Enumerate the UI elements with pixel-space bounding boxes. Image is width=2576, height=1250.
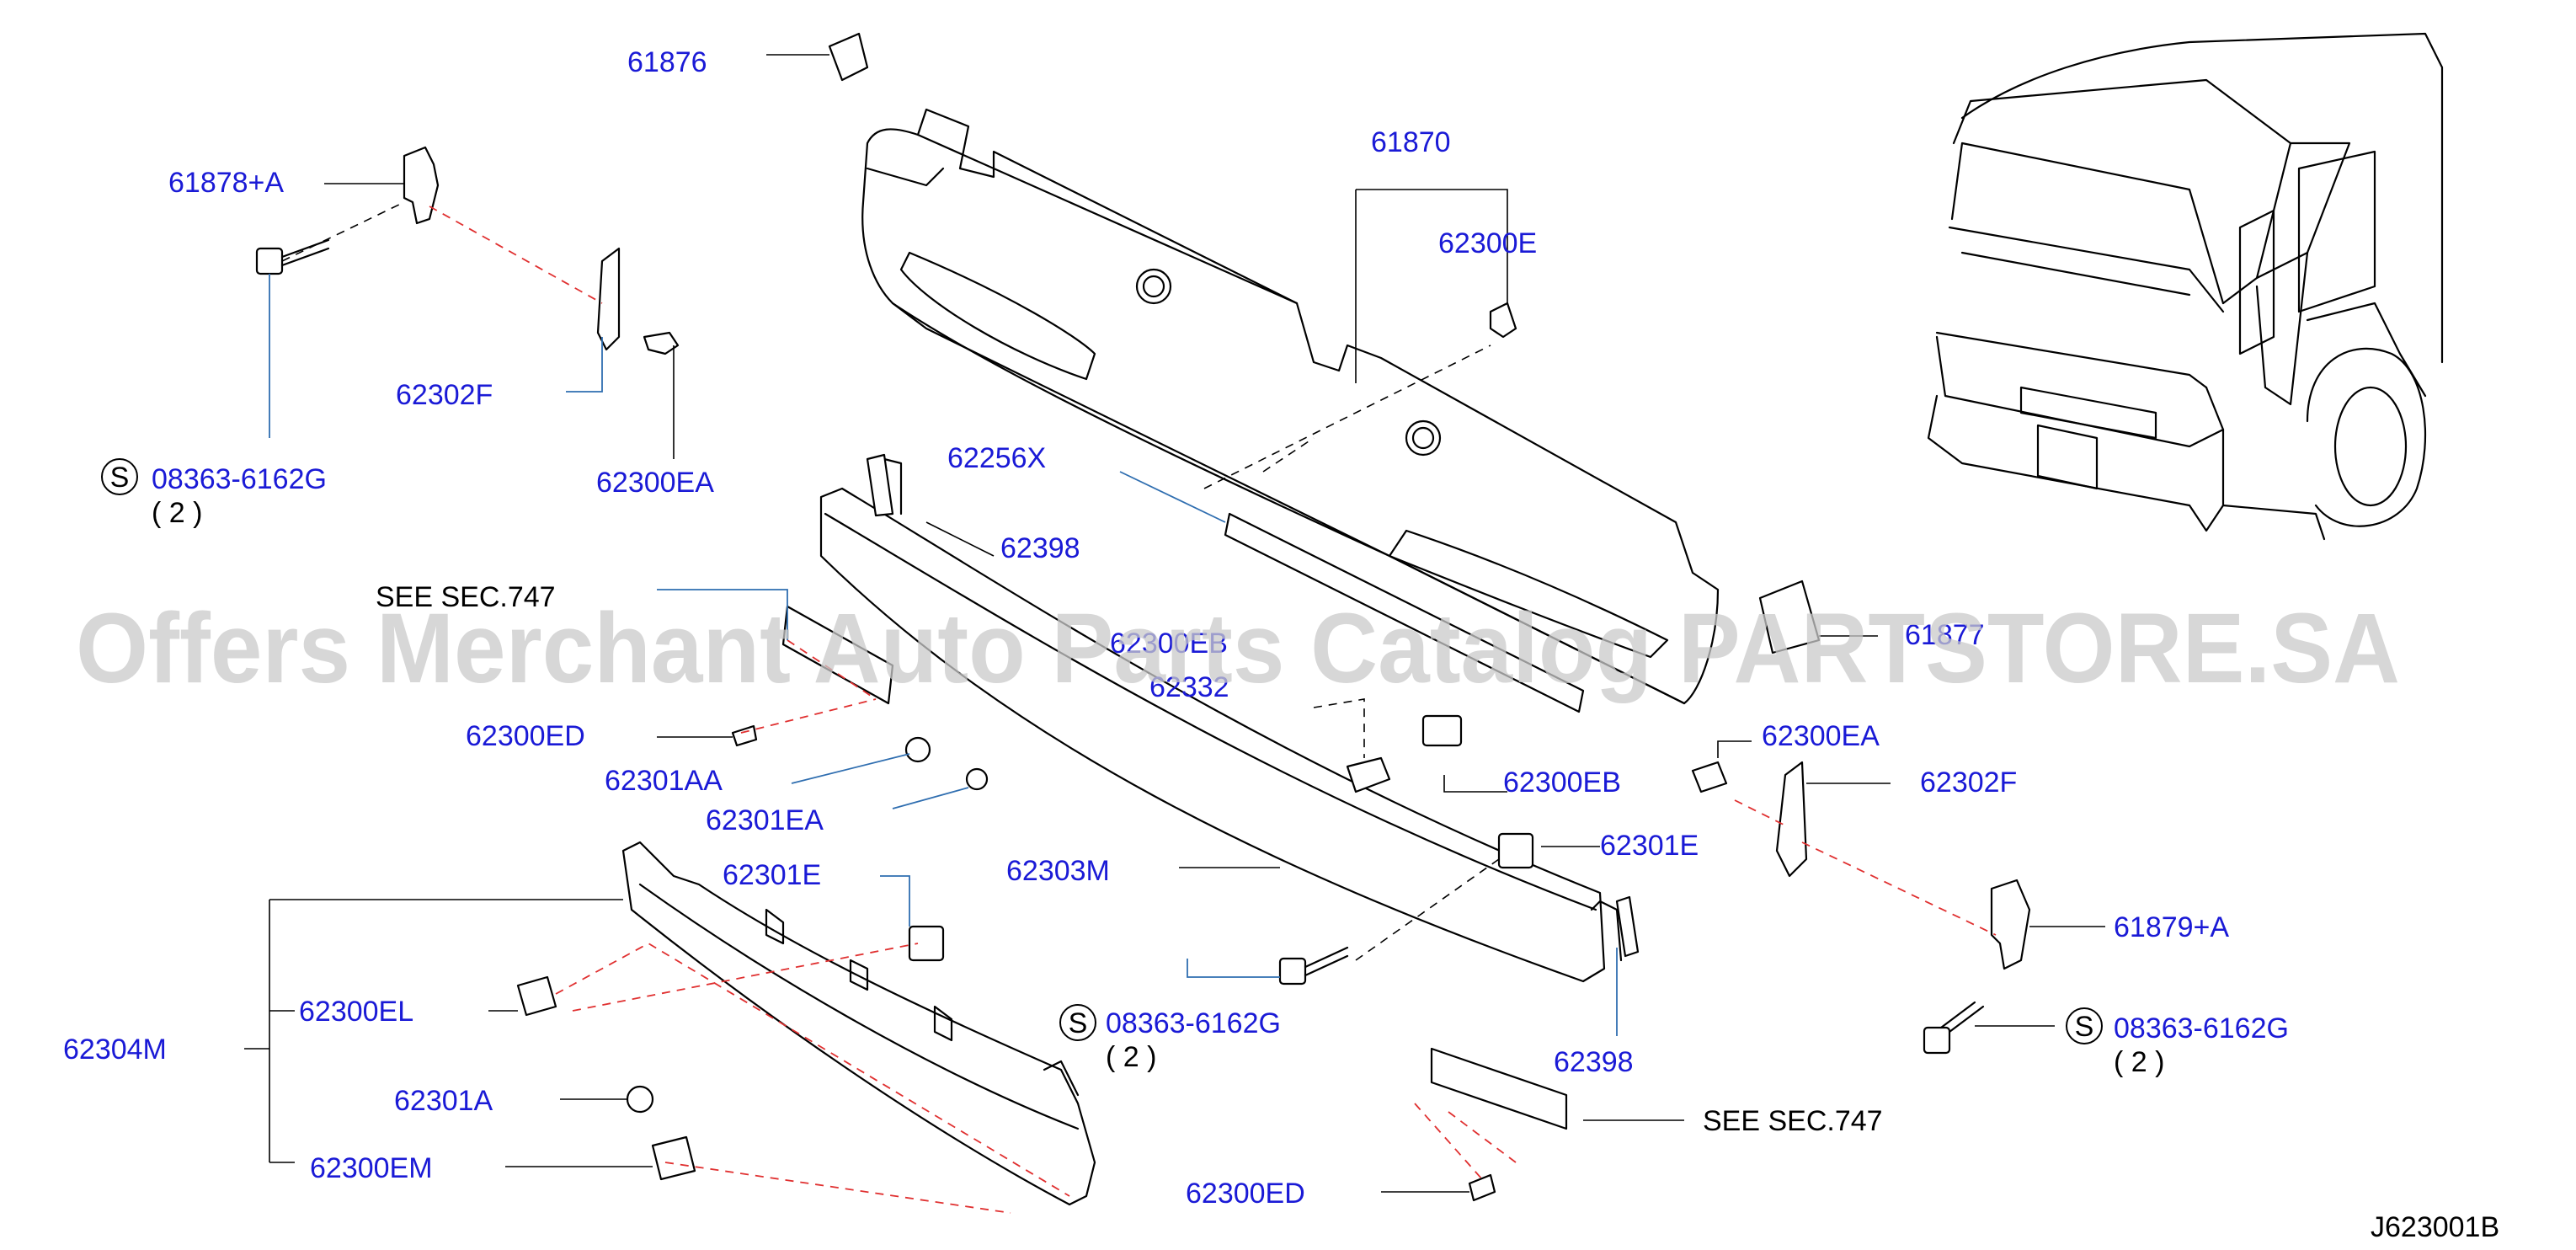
bracket-62302f-right xyxy=(1775,761,1808,878)
bolt-08363-right xyxy=(1923,1001,1985,1055)
clip-62300ea-left xyxy=(643,331,680,355)
truck-illustration xyxy=(1927,32,2444,541)
plate-sec747-left xyxy=(781,605,894,705)
bolt-08363-center xyxy=(1278,946,1349,986)
leader-lines xyxy=(244,54,2105,1193)
clip-62301e-center xyxy=(1497,832,1534,869)
label-61877: 61877 xyxy=(1905,619,1985,651)
bracket-62302f-left xyxy=(596,247,621,351)
label-62300eb-b: 62300EB xyxy=(1503,767,1621,799)
label-62301e-left: 62301E xyxy=(723,859,821,891)
label-see-sec-right: SEE SEC.747 xyxy=(1703,1105,1883,1137)
label-62300ea-right: 62300EA xyxy=(1762,720,1880,752)
screw-62301a xyxy=(626,1085,654,1114)
screw-62301aa xyxy=(904,736,931,763)
molding-strip xyxy=(1224,512,1585,713)
label-62398-top: 62398 xyxy=(1000,532,1080,564)
label-62300e: 62300E xyxy=(1438,227,1537,259)
label-see-sec-left: SEE SEC.747 xyxy=(376,581,556,613)
bottom-grille xyxy=(621,841,1096,1206)
label-08363-left: 08363-6162G xyxy=(152,463,327,495)
label-61878a: 61878+A xyxy=(168,167,284,199)
label-08363-center: 08363-6162G xyxy=(1106,1007,1281,1039)
label-62304m: 62304M xyxy=(63,1034,167,1066)
clip-62300em xyxy=(651,1135,696,1181)
label-61876: 61876 xyxy=(627,46,707,78)
label-62301e-right: 62301E xyxy=(1600,830,1699,862)
clip-62300eb xyxy=(1421,714,1463,747)
hinge-61879a xyxy=(1990,879,2031,970)
s-symbol-right xyxy=(2066,1007,2103,1044)
clip-62301e-left xyxy=(908,925,945,962)
diagram-code: J623001B xyxy=(2371,1211,2499,1243)
dashed-lines xyxy=(281,201,1997,1214)
clip-62300ea-right xyxy=(1691,761,1728,793)
pin-62300ed-left xyxy=(731,724,758,747)
pin-62300ed-right xyxy=(1468,1173,1496,1202)
s-symbol-right-text: S xyxy=(2075,1011,2094,1043)
label-62301aa: 62301AA xyxy=(605,765,723,797)
label-62300ed-left: 62300ED xyxy=(466,720,585,752)
s-symbol-center xyxy=(1059,1004,1096,1041)
hinge-61878a xyxy=(403,146,440,225)
bracket-62398-bottom xyxy=(1615,895,1640,958)
label-62300ea-left: 62300EA xyxy=(596,467,714,499)
label-61870: 61870 xyxy=(1371,126,1451,158)
label-62303m: 62303M xyxy=(1006,855,1110,887)
clip-62332 xyxy=(1346,756,1391,793)
grommet-62301ea xyxy=(965,767,989,791)
watermark: Offers Merchant Auto Parts Catalog PARTS… xyxy=(76,593,2400,704)
label-61879a: 61879+A xyxy=(2114,911,2229,943)
label-62301ea: 62301EA xyxy=(706,804,824,836)
plate-sec747-right xyxy=(1430,1047,1568,1130)
label-62302f-left: 62302F xyxy=(396,379,493,411)
clip-62300el xyxy=(516,975,557,1017)
cover-61876 xyxy=(828,32,869,82)
qty-right: ( 2 ) xyxy=(2114,1046,2164,1078)
cover-61877 xyxy=(1758,580,1821,654)
bolt-08363-left xyxy=(255,238,330,275)
qty-center: ( 2 ) xyxy=(1106,1041,1156,1073)
label-62398-bottom: 62398 xyxy=(1554,1046,1634,1078)
label-62300ed-right: 62300ED xyxy=(1186,1178,1305,1210)
s-symbol-left-text: S xyxy=(110,462,130,494)
bracket-62398-top xyxy=(866,453,894,517)
clip-62300e xyxy=(1489,302,1517,339)
label-62332: 62332 xyxy=(1149,671,1229,703)
s-symbol-center-text: S xyxy=(1069,1007,1088,1039)
label-08363-right: 08363-6162G xyxy=(2114,1012,2289,1044)
label-62300el: 62300EL xyxy=(299,996,413,1028)
label-62300em: 62300EM xyxy=(310,1152,433,1184)
s-symbol-left xyxy=(101,458,138,495)
label-62256x: 62256X xyxy=(947,442,1046,474)
label-62300eb-a: 62300EB xyxy=(1110,628,1228,660)
grille-panel xyxy=(861,108,1720,705)
label-62301a: 62301A xyxy=(394,1085,493,1117)
qty-left: ( 2 ) xyxy=(152,497,202,529)
label-62302f-right: 62302F xyxy=(1920,767,2017,799)
